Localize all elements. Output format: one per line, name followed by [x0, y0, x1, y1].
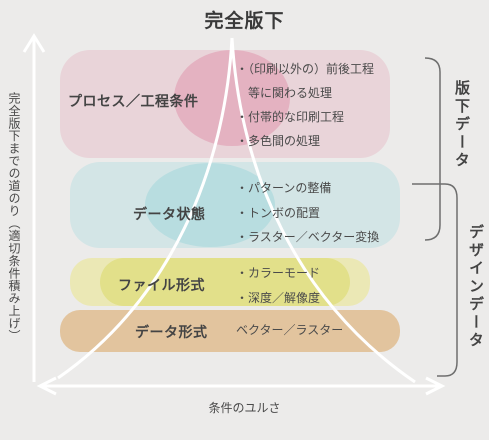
x-axis-label: 条件のユルさ	[208, 401, 281, 415]
x-axis-arrowhead-left	[36, 376, 57, 396]
x-axis-arrowhead-right	[425, 376, 446, 396]
diagram-title: 完全版下	[204, 10, 285, 32]
bracket-top	[424, 57, 441, 241]
list-item: ・（印刷以外の）前後工程	[236, 62, 375, 76]
layer-label-process: プロセス／工程条件	[68, 94, 199, 110]
list-item: ・トンボの配置	[236, 206, 321, 220]
y-axis-arrowhead	[22, 33, 46, 53]
band-data-format	[60, 310, 400, 352]
layer-label-data-format: データ形式	[135, 325, 208, 341]
list-item: ・付帯的な印刷工程	[236, 110, 345, 124]
list-item: ・深度／解像度	[236, 291, 321, 305]
group-label-design: デザインデータ	[467, 224, 485, 350]
layer-label-file-format: ファイル形式	[118, 278, 205, 294]
layer-label-data-state: データ状態	[133, 207, 206, 223]
blob-process	[174, 50, 290, 146]
group-label-hanshita: 版下データ	[453, 80, 471, 170]
list-item: ベクター／ラスター	[236, 323, 344, 337]
list-item: 等に関わる処理	[248, 86, 333, 100]
peak-curve	[57, 37, 416, 384]
list-item: ・カラーモード	[236, 266, 321, 280]
bracket-bottom	[412, 183, 458, 377]
y-axis-label: 完全版下までの道のり（適切条件積み上げ）	[7, 92, 21, 342]
list-item: ・ラスター／ベクター変換	[236, 230, 380, 244]
list-item: ・パターンの整備	[236, 181, 332, 195]
blob-data-state	[145, 163, 275, 247]
list-item: ・多色間の処理	[236, 134, 321, 148]
